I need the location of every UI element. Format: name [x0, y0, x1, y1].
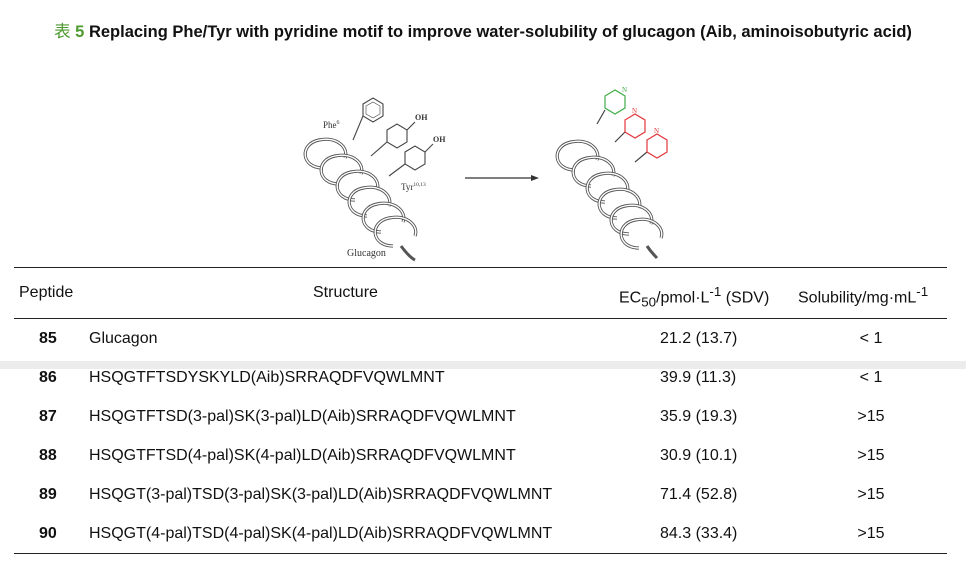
table-row: 85 Glucagon 21.2 (13.7) < 1: [0, 319, 966, 358]
peptide-structure: HSQGTFTSD(4-pal)SK(4-pal)LD(Aib)SRRAQDFV…: [89, 447, 516, 464]
peptide-id: 85: [39, 330, 57, 347]
caption-text: Replacing Phe/Tyr with pyridine motif to…: [88, 23, 912, 41]
table-caption: 表 5 Replacing Phe/Tyr with pyridine moti…: [20, 18, 946, 46]
table-row: 90 HSQGT(4-pal)TSD(4-pal)SK(4-pal)LD(Aib…: [0, 514, 966, 553]
peptide-structure: HSQGTFTSDYSKYLD(Aib)SRRAQDFVQWLMNT: [89, 369, 445, 386]
n-label-red-1: N: [632, 107, 637, 115]
ec50-value: 84.3 (33.4): [660, 525, 738, 542]
peptide-structure: HSQGTFTSD(3-pal)SK(3-pal)LD(Aib)SRRAQDFV…: [89, 408, 516, 425]
glucagon-label: Glucagon: [347, 248, 386, 259]
ec50-suffix: (SDV): [721, 289, 770, 307]
oh-label-1: OH: [415, 113, 428, 122]
solubility-prefix: Solubility/mg·mL: [798, 289, 917, 307]
ec50-value: 30.9 (10.1): [660, 447, 738, 464]
green-pyridine: [596, 89, 626, 125]
peptide-id: 88: [39, 447, 57, 464]
ec50-value: 71.4 (52.8): [660, 486, 738, 503]
header-structure: Structure: [313, 284, 378, 301]
ec50-prefix: EC: [619, 289, 642, 307]
table-row: 86 HSQGTFTSDYSKYLD(Aib)SRRAQDFVQWLMNT 39…: [0, 358, 966, 397]
header-solubility: Solubility/mg·mL-1: [798, 284, 928, 307]
solubility-value: < 1: [859, 330, 883, 347]
tyr-label: Tyr10,13: [401, 182, 426, 192]
ec50-sup: -1: [709, 284, 722, 299]
solubility-sup: -1: [916, 284, 929, 299]
table-top-rule: [14, 267, 947, 268]
caption-label: 表: [54, 22, 71, 41]
solubility-value: < 1: [859, 369, 883, 386]
oh-label-2: OH: [433, 135, 446, 144]
peptide-structure: HSQGT(3-pal)TSD(3-pal)SK(3-pal)LD(Aib)SR…: [89, 486, 553, 503]
ec50-value: 35.9 (19.3): [660, 408, 738, 425]
right-helix: [555, 139, 664, 260]
table-row: 88 HSQGTFTSD(4-pal)SK(4-pal)LD(Aib)SRRAQ…: [0, 436, 966, 475]
peptide-id: 89: [39, 486, 57, 503]
red-pyridines: [614, 113, 668, 163]
table-bottom-rule: [14, 553, 947, 554]
solubility-value: >15: [857, 447, 885, 464]
n-label-green: N: [622, 86, 627, 94]
table-header-rule: [14, 318, 947, 319]
caption-number: 5: [75, 23, 85, 41]
ec50-mid: /pmol·L: [656, 289, 710, 307]
solubility-value: >15: [857, 525, 885, 542]
table-row: 89 HSQGT(3-pal)TSD(3-pal)SK(3-pal)LD(Aib…: [0, 475, 966, 514]
peptide-id: 86: [39, 369, 57, 386]
peptide-structure: HSQGT(4-pal)TSD(4-pal)SK(4-pal)LD(Aib)SR…: [89, 525, 553, 542]
reaction-arrow: [465, 175, 539, 181]
phe-side-chain: [352, 97, 384, 141]
peptide-id: 90: [39, 525, 57, 542]
pyridine-replacement-scheme: Phe6 OH OH Tyr10,13 Glucagon N N N: [303, 86, 668, 262]
table-row: 87 HSQGTFTSD(3-pal)SK(3-pal)LD(Aib)SRRAQ…: [0, 397, 966, 436]
header-peptide: Peptide: [19, 284, 74, 301]
header-ec50: EC50/pmol·L-1 (SDV): [619, 284, 769, 310]
ec50-value: 39.9 (11.3): [660, 369, 737, 386]
row-band: [0, 361, 966, 369]
tyr-side-chains: [370, 121, 434, 177]
left-helix: [303, 137, 418, 262]
ec50-value: 21.2 (13.7): [660, 330, 738, 347]
solubility-value: >15: [857, 486, 885, 503]
peptide-id: 87: [39, 408, 57, 425]
peptide-structure: Glucagon: [89, 330, 158, 347]
ec50-sub: 50: [641, 294, 657, 310]
n-label-red-2: N: [654, 127, 659, 135]
phe-label: Phe6: [323, 120, 340, 130]
solubility-value: >15: [857, 408, 885, 425]
